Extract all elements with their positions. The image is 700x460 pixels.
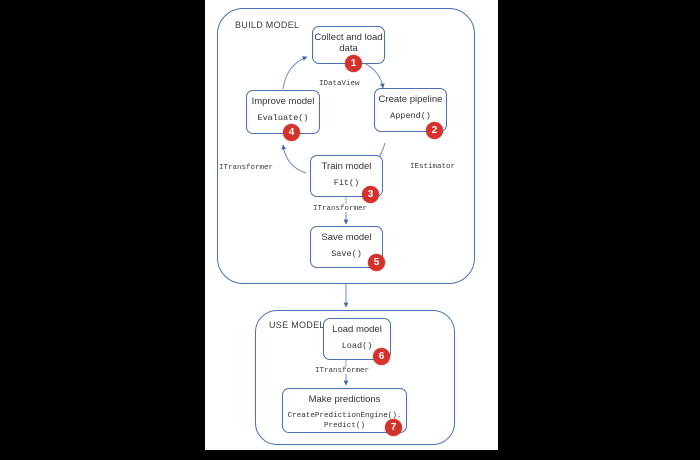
edge-label-idataview: IDataView: [319, 80, 360, 88]
node-save-method: Save(): [331, 249, 362, 259]
group-use-model-label: USE MODEL: [269, 320, 325, 330]
edge-label-iestimator: IEstimator: [410, 163, 456, 171]
node-train-title: Train model: [321, 161, 372, 172]
badge-4: 4: [283, 124, 300, 141]
node-improve-title: Improve model: [251, 96, 315, 107]
node-improve-model[interactable]: Improve model Evaluate(): [246, 90, 320, 134]
badge-5: 5: [368, 254, 385, 271]
badge-7: 7: [385, 419, 402, 436]
node-pipeline-title: Create pipeline: [378, 94, 443, 105]
group-use-model: [255, 310, 455, 445]
diagram-canvas: BUILD MODEL Collect and load data 1 IDat…: [205, 0, 498, 450]
edge-improve-to-collect: [282, 56, 308, 90]
badge-2: 2: [426, 122, 443, 139]
node-pipeline-method: Append(): [390, 111, 431, 121]
node-save-title: Save model: [321, 232, 372, 243]
node-collect-title: Collect and load data: [314, 32, 383, 54]
node-predict-method: CreatePredictionEngine(). Predict(): [287, 412, 402, 430]
node-load-model[interactable]: Load model Load(): [323, 318, 391, 360]
connector-layer: [281, 56, 386, 386]
edge-label-itransformer-train-save: ITransformer: [313, 205, 368, 213]
group-build-model-label: BUILD MODEL: [235, 20, 300, 30]
node-improve-method: Evaluate(): [257, 113, 309, 123]
node-load-title: Load model: [332, 324, 382, 335]
node-train-method: Fit(): [333, 178, 360, 188]
node-predict-title: Make predictions: [308, 394, 381, 405]
group-build-model: [217, 8, 475, 284]
badge-3: 3: [362, 186, 379, 203]
edge-train-to-improve: [281, 144, 307, 174]
node-load-method: Load(): [341, 341, 373, 351]
badge-1: 1: [345, 55, 362, 72]
edge-label-itransformer-left: ITransformer: [219, 164, 274, 172]
badge-6: 6: [373, 348, 390, 365]
edge-label-itransformer-load-predict: ITransformer: [315, 367, 370, 375]
